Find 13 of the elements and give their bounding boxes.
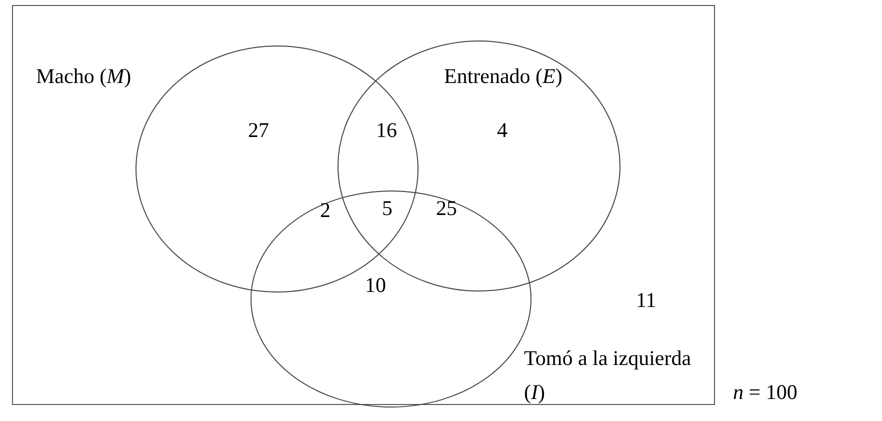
set-label: Tomó a la izquierda (I) <box>524 345 692 406</box>
region-count: 11 <box>636 287 656 314</box>
region-count: 4 <box>497 117 508 144</box>
region-count: 10 <box>365 272 386 299</box>
set-label: Macho (M) <box>36 63 132 90</box>
region-count: 2 <box>320 197 330 224</box>
region-count: 27 <box>248 117 269 144</box>
set-label: Entrenado (E) <box>444 63 564 90</box>
region-count: 25 <box>436 195 457 222</box>
region-count: 16 <box>376 117 397 144</box>
sample-size-note: n = 100 <box>733 379 798 406</box>
universe-frame <box>12 5 715 405</box>
region-count: 5 <box>382 195 392 222</box>
